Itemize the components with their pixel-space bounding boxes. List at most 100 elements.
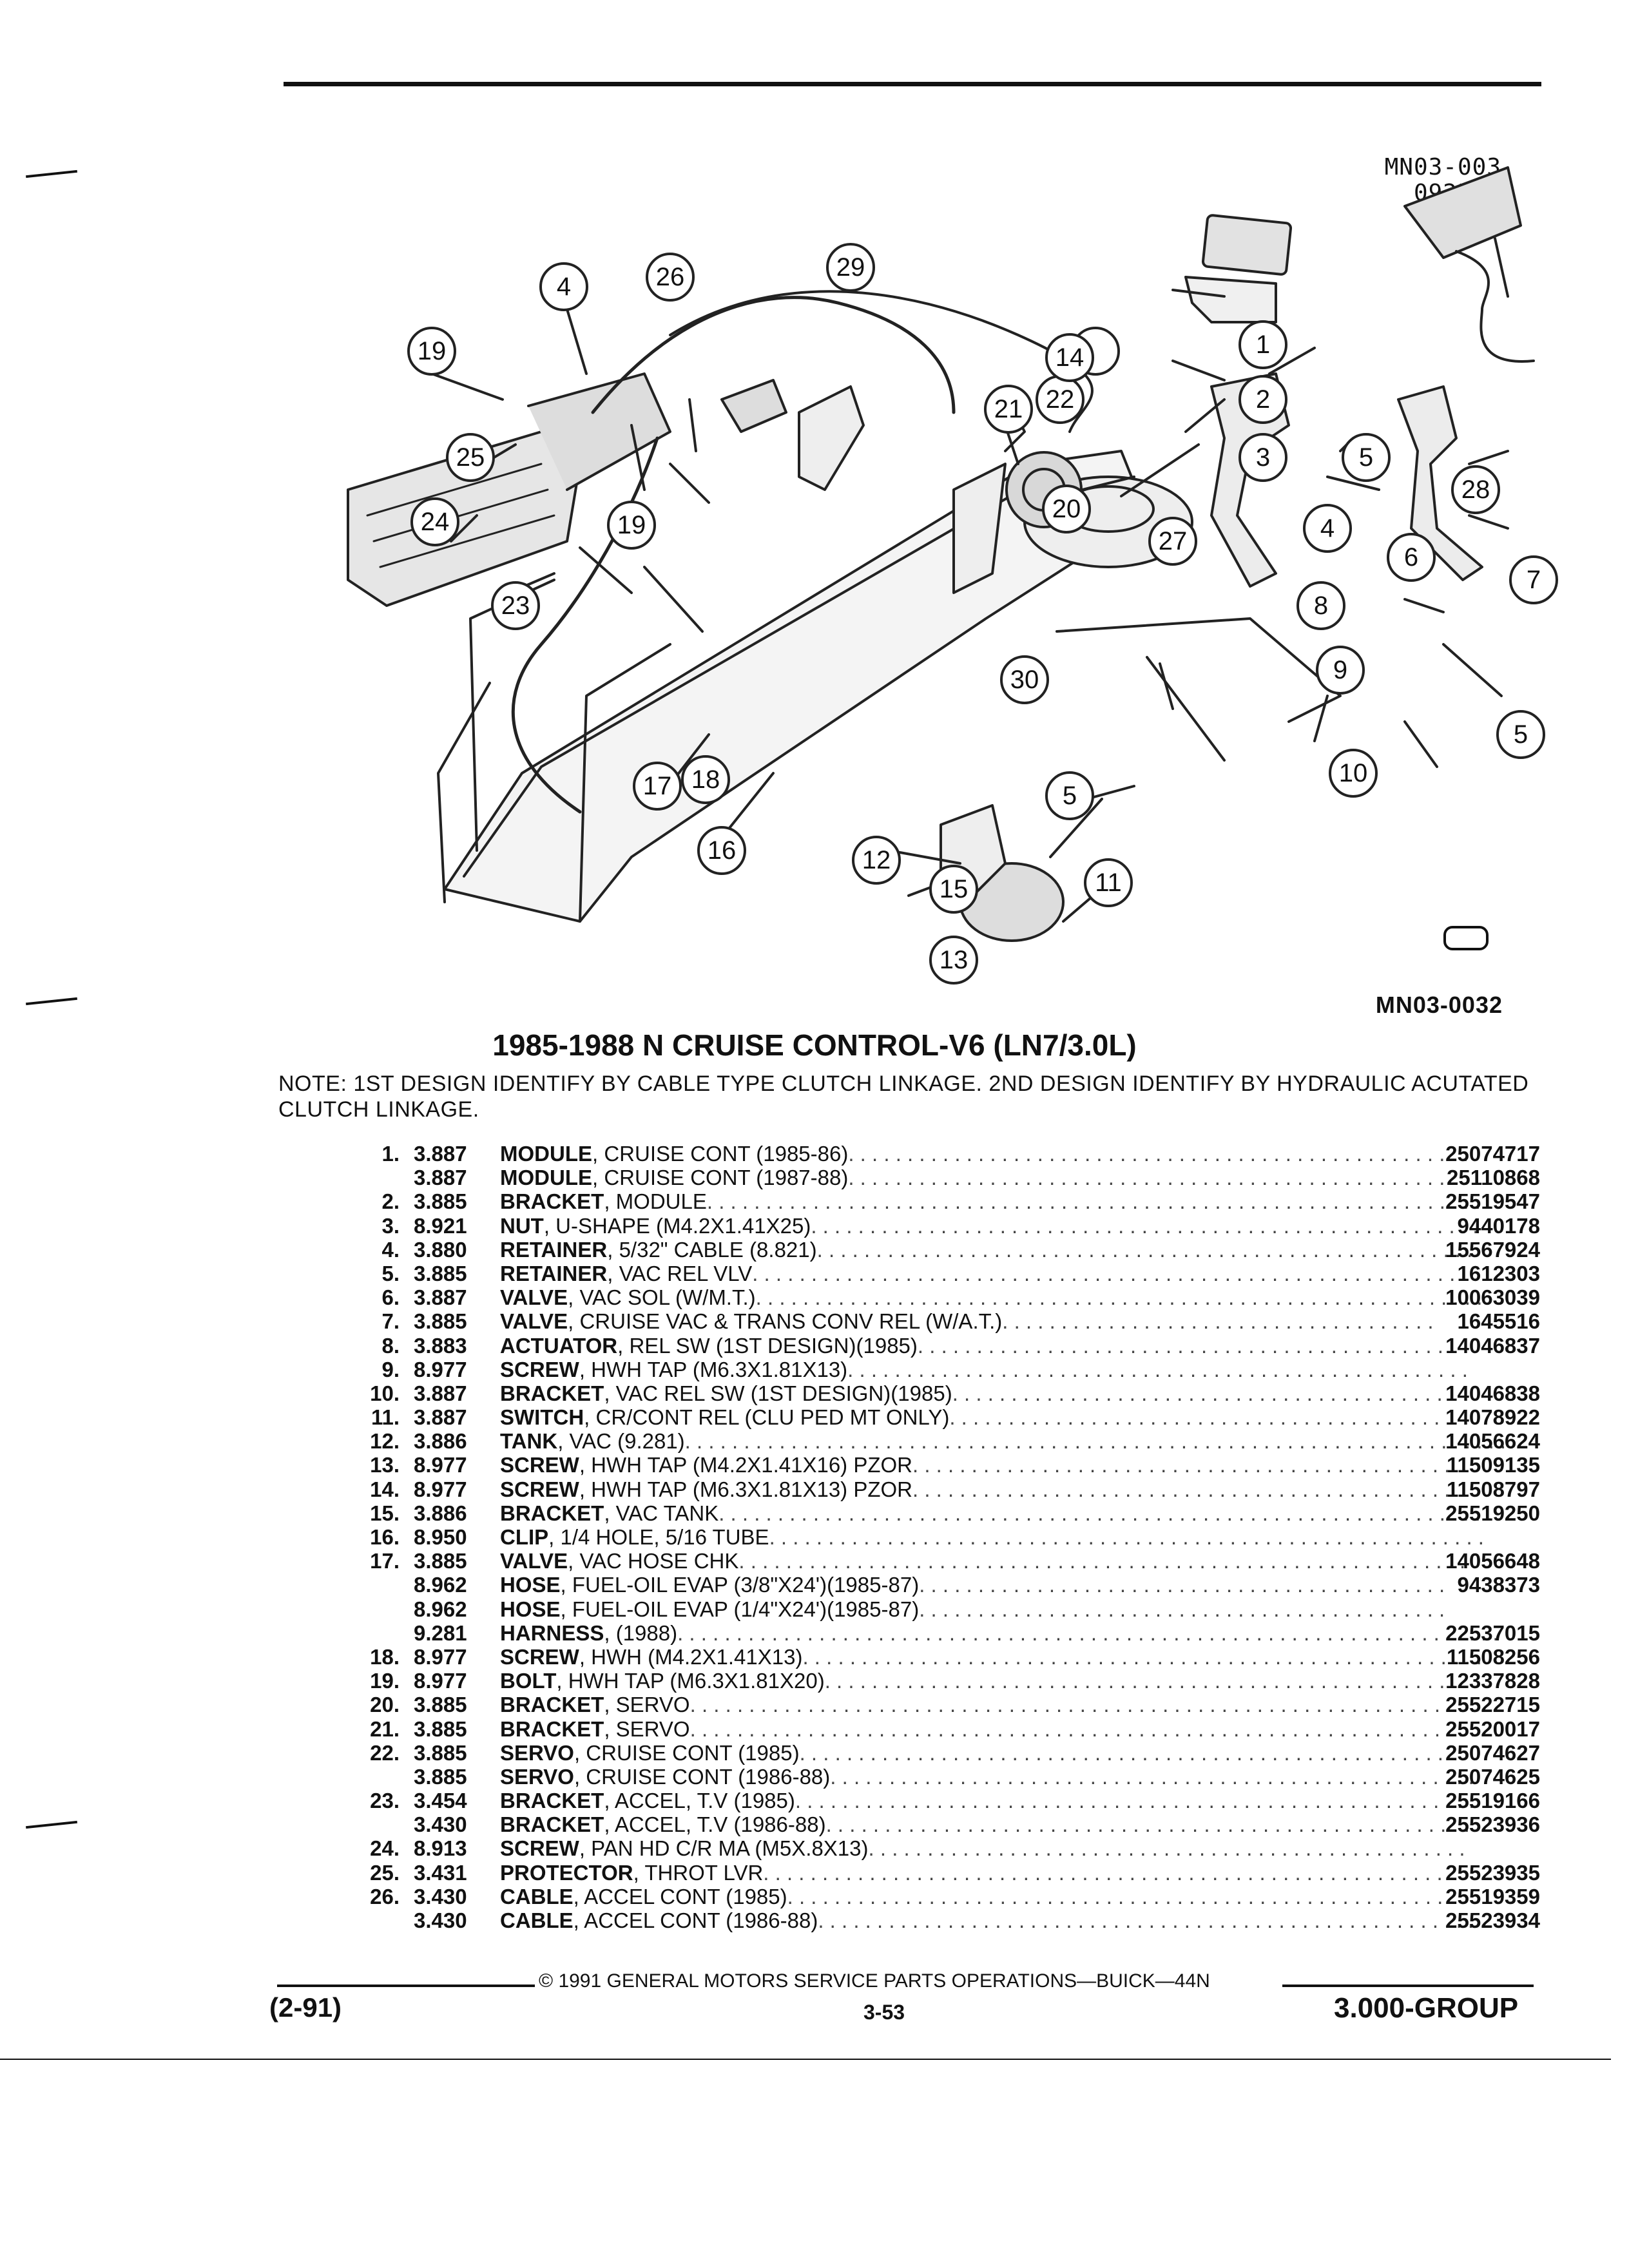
callout-label: 20	[1052, 495, 1081, 523]
exploded-diagram: 25 24 23 19 4 26 29 21 22 19 20 18 17 16…	[347, 166, 1558, 985]
part-description: NUT, U-SHAPE (M4.2X1.41X25) . . . . . . …	[500, 1214, 1478, 1238]
part-number: 25519547	[1445, 1189, 1540, 1214]
part-description: BOLT, HWH TAP (M6.3X1.81X20) . . . . . .…	[500, 1669, 1469, 1693]
part-description: HOSE, FUEL-OIL EVAP (3/8"X24')(1985-87) …	[500, 1573, 1445, 1597]
dot-leader: . . . . . . . . . . . . . . . . . . . . …	[799, 1740, 1479, 1765]
dot-leader: . . . . . . . . . . . . . . . . . . . . …	[847, 1357, 1468, 1381]
part-description: HARNESS, (1988) . . . . . . . . . . . . …	[500, 1621, 1499, 1645]
part-name: RETAINER	[500, 1237, 608, 1262]
part-name: NUT	[500, 1213, 544, 1238]
part-number: 25074717	[1445, 1142, 1540, 1166]
part-detail: , 5/32" CABLE (8.821)	[607, 1237, 817, 1262]
dot-leader: . . . . . . . . . . . . . . . . . . . . …	[830, 1764, 1474, 1789]
part-number: 25523936	[1445, 1812, 1540, 1837]
page-title: 1985-1988 N CRUISE CONTROL-V6 (LN7/3.0L)	[492, 1028, 1137, 1062]
dot-leader: . . . . . . . . . . . . . . . . . . . . …	[912, 1453, 1451, 1477]
part-detail: , CRUISE VAC & TRANS CONV REL (W/A.T.)	[568, 1309, 1003, 1334]
group-number: 3.880	[414, 1237, 467, 1262]
callout-label: 28	[1461, 476, 1490, 504]
dot-leader: . . . . . . . . . . . . . . . . . . . . …	[769, 1525, 1484, 1549]
part-name: HARNESS	[500, 1620, 604, 1645]
part-description: CLIP, 1/4 HOLE, 5/16 TUBE . . . . . . . …	[500, 1525, 1484, 1549]
part-number: 25519166	[1445, 1789, 1540, 1813]
dot-leader: . . . . . . . . . . . . . . . . . . . . …	[848, 1142, 1469, 1166]
part-description: VALVE, VAC SOL (W/M.T.) . . . . . . . . …	[500, 1285, 1482, 1309]
part-detail: , PAN HD C/R MA (M5X.8X13)	[579, 1836, 869, 1861]
group-number: 3.887	[414, 1285, 467, 1310]
part-number: 22537015	[1445, 1620, 1540, 1645]
callout-label: 26	[656, 263, 685, 291]
callout-label: 29	[836, 253, 865, 282]
item-number: 23.	[370, 1789, 400, 1813]
part-number: 12337828	[1445, 1669, 1540, 1693]
dot-leader: . . . . . . . . . . . . . . . . . . . . …	[949, 1405, 1440, 1430]
item-number: 15.	[370, 1501, 400, 1525]
part-detail: , SERVO	[604, 1693, 690, 1717]
part-description: BRACKET, SERVO . . . . . . . . . . . . .…	[500, 1693, 1499, 1716]
group-number: 8.962	[414, 1573, 467, 1597]
footer-group: 3.000-GROUP	[1334, 1992, 1519, 2024]
dot-leader: . . . . . . . . . . . . . . . . . . . . …	[919, 1573, 1445, 1597]
part-description: TANK, VAC (9.281) . . . . . . . . . . . …	[500, 1429, 1506, 1453]
part-number: 14078922	[1445, 1405, 1540, 1430]
dot-leader: . . . . . . . . . . . . . . . . . . . . …	[811, 1213, 1479, 1238]
dot-leader: . . . . . . . . . . . . . . . . . . . . …	[677, 1620, 1499, 1645]
part-detail: , SERVO	[604, 1716, 690, 1741]
part-description: VALVE, VAC HOSE CHK . . . . . . . . . . …	[500, 1549, 1489, 1573]
dot-leader: . . . . . . . . . . . . . . . . . . . . …	[825, 1812, 1470, 1837]
group-number: 3.431	[414, 1860, 467, 1885]
part-name: SWITCH	[500, 1405, 584, 1430]
part-name: SCREW	[500, 1357, 579, 1381]
dot-leader: . . . . . . . . . . . . . . . . . . . . …	[787, 1884, 1479, 1908]
part-name: BRACKET	[500, 1789, 604, 1813]
part-name: SCREW	[500, 1644, 579, 1669]
group-number: 3.885	[414, 1764, 467, 1789]
part-number: 14056624	[1445, 1429, 1540, 1454]
item-number: 8.	[381, 1333, 400, 1358]
callout-label: 18	[691, 765, 720, 794]
dot-leader: . . . . . . . . . . . . . . . . . . . . …	[848, 1166, 1469, 1190]
part-detail: , ACCEL CONT (1985)	[573, 1884, 787, 1908]
part-description: CABLE, ACCEL CONT (1986-88) . . . . . . …	[500, 1908, 1474, 1932]
dot-leader: . . . . . . . . . . . . . . . . . . . . …	[706, 1189, 1493, 1214]
dot-leader: . . . . . . . . . . . . . . . . . . . . …	[816, 1237, 1473, 1262]
part-number: 25523935	[1445, 1860, 1540, 1885]
part-detail: , VAC SOL (W/M.T.)	[568, 1285, 756, 1310]
item-number: 20.	[370, 1693, 400, 1717]
top-rule	[284, 82, 1541, 86]
part-description: SERVO, CRUISE CONT (1986-88) . . . . . .…	[500, 1765, 1474, 1789]
callout-label: 3	[1256, 443, 1270, 472]
item-number: 10.	[370, 1381, 400, 1405]
group-number: 3.454	[414, 1789, 467, 1813]
item-number: 17.	[370, 1549, 400, 1573]
part-number: 15567924	[1445, 1237, 1540, 1262]
part-number: 11508797	[1446, 1477, 1540, 1501]
group-number: 3.887	[414, 1405, 467, 1430]
group-number: 8.977	[414, 1669, 467, 1693]
dot-leader: . . . . . . . . . . . . . . . . . . . . …	[738, 1549, 1489, 1573]
dot-leader: . . . . . . . . . . . . . . . . . . . . …	[802, 1644, 1482, 1669]
group-number: 3.885	[414, 1693, 467, 1717]
footer-rule-left	[277, 1984, 535, 1987]
part-number: 14046837	[1445, 1333, 1540, 1358]
design-note: NOTE: 1ST DESIGN IDENTIFY BY CABLE TYPE …	[278, 1072, 1529, 1122]
callout-label: 4	[1320, 514, 1335, 543]
dot-leader: . . . . . . . . . . . . . . . . . . . . …	[689, 1716, 1499, 1741]
part-description: SCREW, HWH TAP (M4.2X1.41X16) PZOR . . .…	[500, 1453, 1450, 1477]
part-detail: , CRUISE CONT (1985)	[574, 1740, 800, 1765]
part-name: VALVE	[500, 1549, 568, 1573]
part-detail: , VAC TANK	[604, 1501, 719, 1525]
part-description: MODULE, CRUISE CONT (1985-86) . . . . . …	[500, 1142, 1469, 1166]
callout-label: 2	[1256, 385, 1270, 414]
dot-leader: . . . . . . . . . . . . . . . . . . . . …	[684, 1429, 1507, 1454]
part-detail: , HWH TAP (M6.3X1.81X13)	[579, 1357, 848, 1381]
part-name: SCREW	[500, 1836, 579, 1861]
